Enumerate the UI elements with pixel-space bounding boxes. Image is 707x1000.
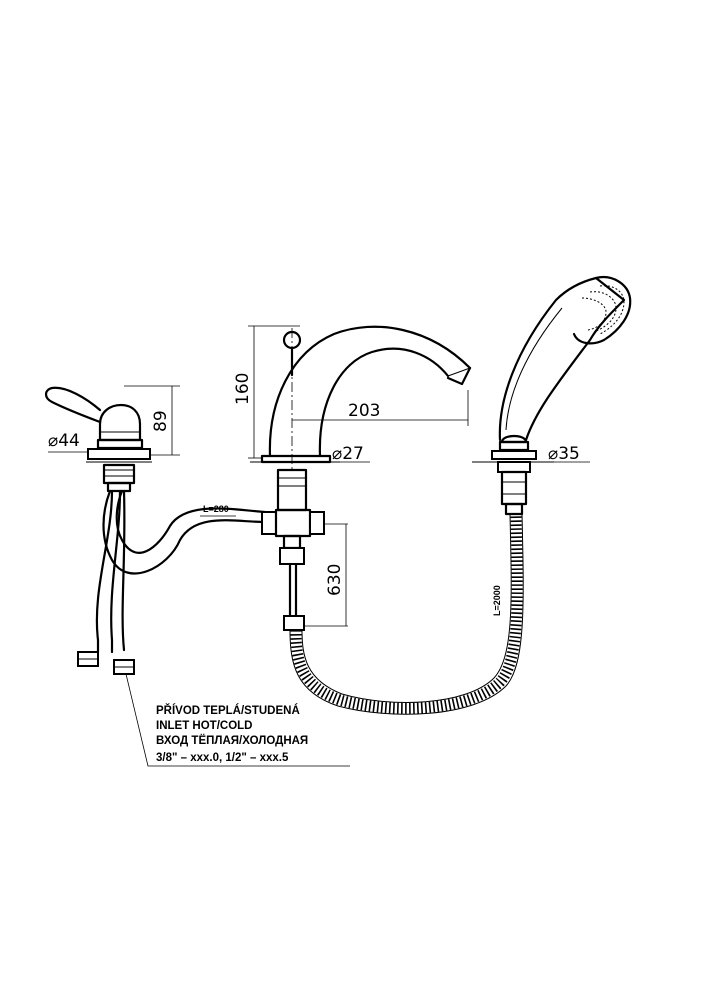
- dim-lever-height-label: 89: [151, 410, 171, 432]
- dim-valve-depth: 630: [304, 523, 348, 627]
- dim-pipe-length-label: L=280: [203, 504, 229, 514]
- inlet-note: PŘÍVOD TEPLÁ/STUDENÁ INLET HOT/COLD ВХОД…: [125, 673, 350, 767]
- lever-handle: [44, 386, 152, 493]
- inlet-note-line4: 3/8" – xxx.0, 1/2" – xxx.5: [156, 752, 289, 764]
- inlet-note-line2: INLET HOT/COLD: [156, 720, 252, 732]
- inlet-note-line3: ВХОД ТЁПЛАЯ/ХОЛОДНАЯ: [156, 734, 308, 747]
- lever-supply-hoses: [77, 489, 267, 675]
- dim-spout-height: 160: [233, 325, 300, 459]
- dim-lever-diameter-label: ⌀44: [48, 431, 80, 451]
- dim-shower-diameter: ⌀35: [536, 444, 590, 464]
- inlet-note-line1: PŘÍVOD TEPLÁ/STUDENÁ: [156, 704, 300, 717]
- dim-spout-diameter-label: ⌀27: [332, 444, 364, 464]
- dim-spout-height-label: 160: [233, 373, 253, 405]
- dim-spout-reach: 203: [292, 390, 469, 426]
- dim-valve-depth-label: 630: [325, 564, 345, 596]
- spout: [250, 325, 472, 631]
- dim-spout-reach-label: 203: [348, 401, 380, 421]
- dim-hose-length-label: L=2000: [492, 585, 502, 616]
- dim-lever-height: 89: [124, 385, 180, 456]
- dim-lever-diameter: ⌀44: [48, 431, 88, 453]
- hand-shower: [472, 276, 632, 516]
- dim-shower-diameter-label: ⌀35: [548, 444, 580, 464]
- dim-spout-diameter: ⌀27: [300, 444, 370, 464]
- dim-hose-length: L=2000: [492, 585, 502, 616]
- dim-pipe-length: L=280: [200, 504, 236, 517]
- shower-hose: [289, 513, 524, 715]
